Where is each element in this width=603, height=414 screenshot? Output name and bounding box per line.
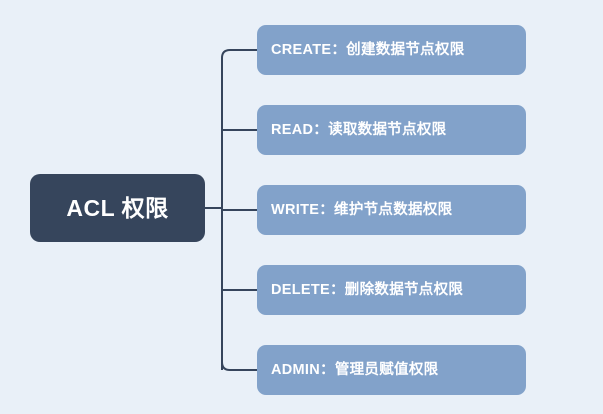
- child-node-label-create: CREATE：创建数据节点权限: [271, 41, 465, 58]
- child-node-create[interactable]: CREATE：创建数据节点权限: [257, 25, 526, 75]
- child-node-label-read: READ：读取数据节点权限: [271, 121, 447, 138]
- connector-branch-admin: [221, 361, 257, 371]
- child-node-delete[interactable]: DELETE：删除数据节点权限: [257, 265, 526, 315]
- child-node-label-write: WRITE：维护节点数据权限: [271, 201, 453, 218]
- root-node-acl[interactable]: ACL 权限: [30, 174, 205, 242]
- child-node-read[interactable]: READ：读取数据节点权限: [257, 105, 526, 155]
- child-node-admin[interactable]: ADMIN：管理员赋值权限: [257, 345, 526, 395]
- root-node-label: ACL 权限: [66, 194, 169, 221]
- connector-branch-create: [221, 49, 257, 59]
- child-node-label-admin: ADMIN：管理员赋值权限: [271, 361, 439, 378]
- child-node-write[interactable]: WRITE：维护节点数据权限: [257, 185, 526, 235]
- child-node-label-delete: DELETE：删除数据节点权限: [271, 281, 464, 298]
